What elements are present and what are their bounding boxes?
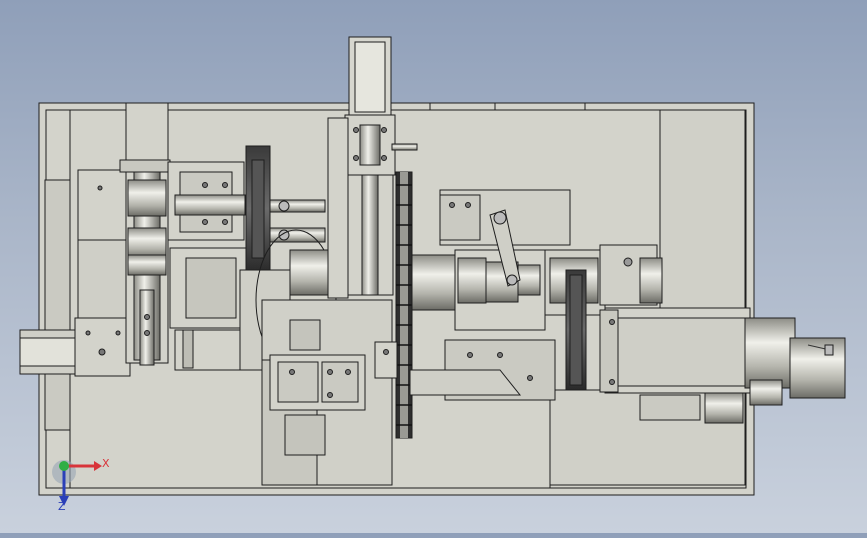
z-axis-label: Z [58,500,66,513]
coordinate-triad [50,452,120,516]
x-axis-label: X [102,457,110,470]
